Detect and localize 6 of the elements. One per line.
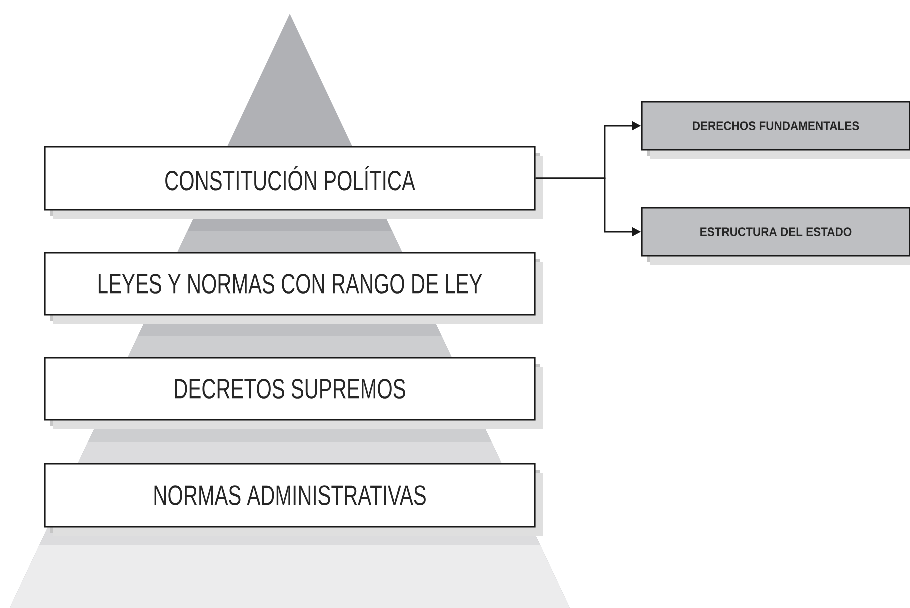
category-box: ESTRUCTURA DEL ESTADO [641, 207, 910, 265]
level-box: CONSTITUCIÓN POLÍTICA [44, 146, 543, 219]
level-box: LEYES Y NORMAS CON RANGO DE LEY [44, 252, 543, 324]
level-box: NORMAS ADMINISTRATIVAS [44, 463, 543, 536]
category-box: DERECHOS FUNDAMENTALES [641, 101, 910, 159]
level-box: DECRETOS SUPREMOS [44, 357, 543, 429]
